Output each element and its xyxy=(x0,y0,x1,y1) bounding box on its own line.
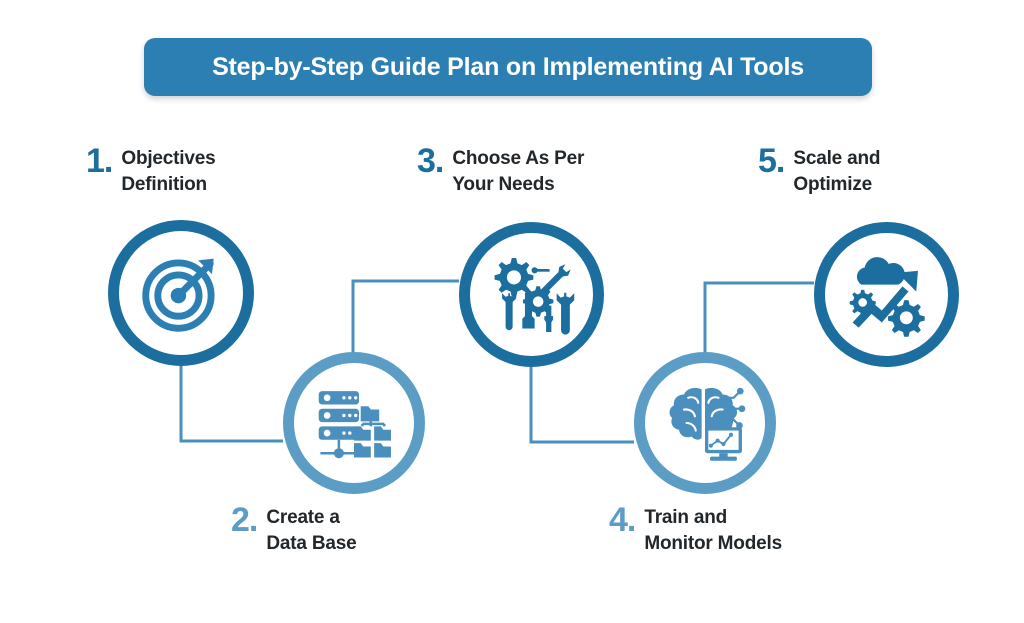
step-label-5: 5. Scale and Optimize xyxy=(758,142,881,198)
target-arrow-icon xyxy=(142,258,215,332)
step-number-3: 3. xyxy=(417,142,444,180)
step-circle-2[interactable] xyxy=(283,352,425,494)
step-title-3: Choose As Per Your Needs xyxy=(452,148,585,195)
step-label-2: 2. Create a Data Base xyxy=(231,501,357,557)
step-label-3: 3. Choose As Per Your Needs xyxy=(417,142,585,198)
title-banner: Step-by-Step Guide Plan on Implementing … xyxy=(144,38,872,96)
gears-tools-icon xyxy=(494,257,574,335)
brain-circuit-monitor-icon xyxy=(669,387,746,461)
step-label-1: 1. Objectives Definition xyxy=(86,142,216,198)
step-number-4: 4. xyxy=(609,501,636,539)
cloud-growth-gears-icon xyxy=(849,256,925,337)
step-circle-3[interactable] xyxy=(459,222,604,367)
step-title-4: Train and Monitor Models xyxy=(644,507,782,554)
step-number-1: 1. xyxy=(86,142,113,180)
page-title: Step-by-Step Guide Plan on Implementing … xyxy=(212,52,804,81)
step-number-2: 2. xyxy=(231,501,258,539)
step-number-5: 5. xyxy=(758,142,785,180)
step-title-5: Scale and Optimize xyxy=(793,148,881,195)
database-folder-tree-icon xyxy=(318,391,391,459)
step-circle-5[interactable] xyxy=(814,222,959,367)
step-label-4: 4. Train and Monitor Models xyxy=(609,501,782,557)
step-circle-1[interactable] xyxy=(108,220,254,366)
step-title-1: Objectives Definition xyxy=(121,148,216,195)
step-title-2: Create a Data Base xyxy=(266,507,357,554)
step-circle-4[interactable] xyxy=(634,352,776,494)
